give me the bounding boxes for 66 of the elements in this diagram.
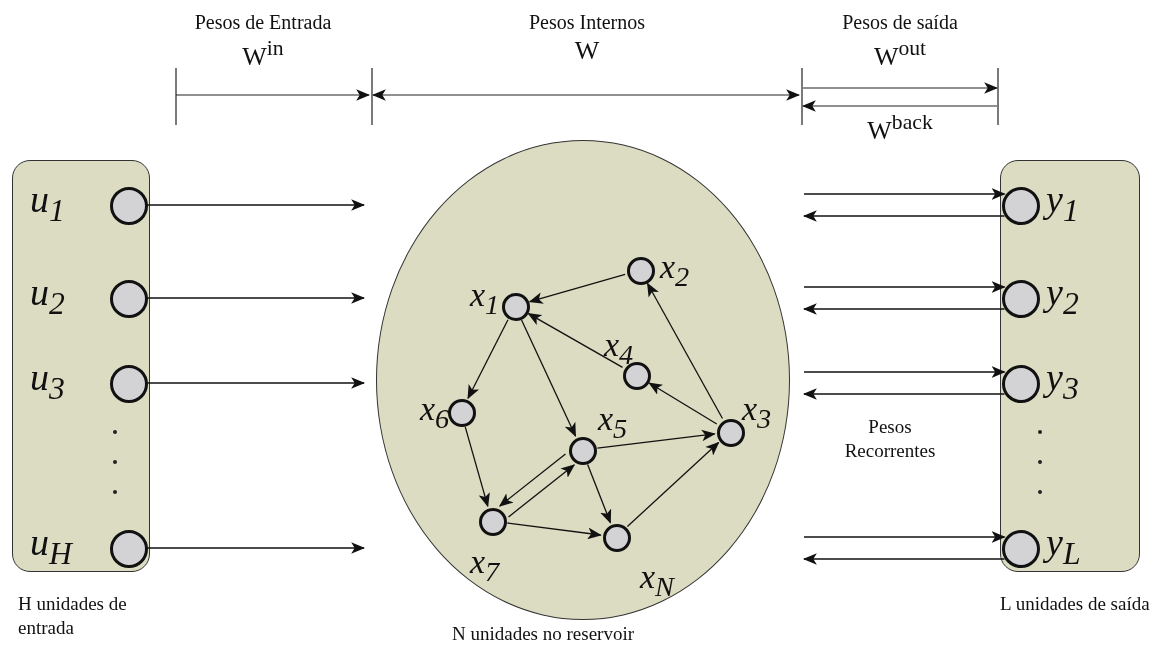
neuron-circle xyxy=(502,293,530,321)
arrow xyxy=(146,542,366,554)
unit-panel xyxy=(1000,160,1140,572)
neuron-circle xyxy=(110,365,148,403)
unit-label: u$_{1}$ xyxy=(30,180,65,227)
arrow xyxy=(146,292,366,304)
neuron-circle xyxy=(110,280,148,318)
arrow xyxy=(802,210,1006,222)
neuron-circle xyxy=(479,508,507,536)
arrow xyxy=(802,388,1006,400)
neuron-circle xyxy=(1002,187,1040,225)
unit-label: x$_{3}$ xyxy=(742,392,772,434)
unit-label: x$_{1}$ xyxy=(470,278,500,320)
neuron-circle xyxy=(717,419,745,447)
arrow xyxy=(464,426,490,508)
arrow xyxy=(587,463,612,524)
arrow xyxy=(648,382,718,425)
neuron-circle xyxy=(1002,365,1040,403)
label: Pesos Recorrentes xyxy=(843,415,937,463)
arrow xyxy=(520,319,577,437)
neuron-circle xyxy=(448,399,476,427)
arrow xyxy=(527,313,624,368)
weight-symbol: W$^{out}$ xyxy=(873,38,927,70)
label: Pesos de saída xyxy=(842,12,958,32)
unit-label: u$_{2}$ xyxy=(30,273,65,320)
arrow xyxy=(467,319,509,400)
weight-symbol: W$^{back}$ xyxy=(867,112,933,144)
weight-symbol: W xyxy=(574,38,600,64)
unit-label: x$_{7}$ xyxy=(470,545,500,587)
arrow xyxy=(596,429,716,449)
neuron-circle xyxy=(603,524,631,552)
neuron-circle xyxy=(569,437,597,465)
unit-label: x$_{N}$ xyxy=(640,560,674,602)
arrow xyxy=(646,282,724,420)
neuron-circle xyxy=(1002,280,1040,318)
neuron-circle xyxy=(1002,530,1040,568)
neuron-circle xyxy=(627,257,655,285)
arrow xyxy=(146,199,366,211)
arrow xyxy=(507,464,576,518)
unit-label: x$_{4}$ xyxy=(604,328,634,370)
label: Pesos Internos xyxy=(528,12,646,32)
arrow xyxy=(803,366,1006,378)
weight-symbol: W$^{in}$ xyxy=(242,38,284,70)
label: H unidades de entrada xyxy=(18,592,128,640)
arrow xyxy=(803,188,1006,200)
arrow xyxy=(802,303,1006,315)
arrow xyxy=(626,441,720,528)
arrow xyxy=(506,522,602,540)
neuron-circle xyxy=(110,530,148,568)
unit-label: x$_{2}$ xyxy=(660,250,690,292)
arrow xyxy=(146,377,366,389)
arrow xyxy=(803,281,1006,293)
arrow xyxy=(498,453,567,507)
unit-label: x$_{5}$ xyxy=(598,402,628,444)
neuron-circle xyxy=(623,362,651,390)
label: N unidades no reservoir xyxy=(452,622,636,646)
unit-panel xyxy=(12,160,150,572)
label: Pesos de Entrada xyxy=(194,12,332,32)
arrow xyxy=(528,273,626,304)
label: L unidades de saída xyxy=(1000,592,1150,616)
unit-label: x$_{6}$ xyxy=(420,392,450,434)
neuron-circle xyxy=(110,187,148,225)
unit-label: u$_{3}$ xyxy=(30,358,65,405)
arrow xyxy=(802,553,1006,565)
arrow xyxy=(803,531,1006,543)
unit-label: u$_{H}$ xyxy=(30,523,72,570)
